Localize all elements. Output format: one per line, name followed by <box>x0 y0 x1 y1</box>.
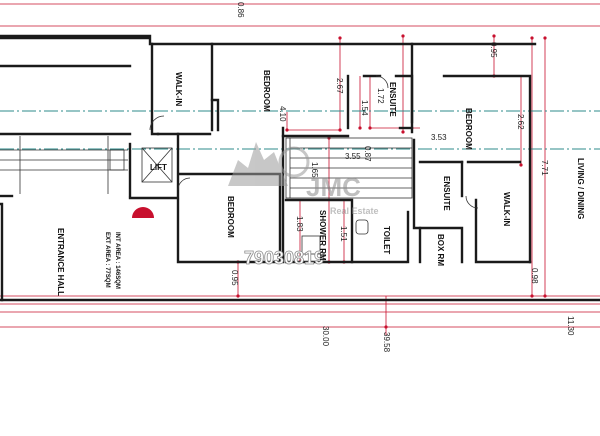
room-label-ensuite-2: ENSUITE <box>442 176 451 211</box>
room-label-walk-in-2: WALK-IN <box>502 192 511 226</box>
dim-11-30: 11.30 <box>566 316 575 336</box>
room-label-entrance-hall: ENTRANCE HALL <box>56 228 65 296</box>
dim-0-98: 0.98 <box>530 268 539 284</box>
dim-0-87: 0.87 <box>363 146 372 162</box>
dim-7-71: 7.71 <box>540 160 549 176</box>
room-label-shower-rm: SHOWER RM <box>318 210 327 261</box>
dim-2-62: 2.62 <box>516 114 525 130</box>
dim-39-58: 39.58 <box>382 332 391 353</box>
room-label-living-dining: LIVING / DINING <box>576 158 585 219</box>
dim-0-95-top: 0.95 <box>489 42 498 58</box>
room-label-lift: LIFT <box>150 163 167 172</box>
room-label-bedroom-2: BEDROOM <box>464 108 473 150</box>
dimension-labels: 0.86 0.95 2.67 1.72 1.54 4.10 2.62 3.53 … <box>230 2 575 353</box>
dim-1-54: 1.54 <box>360 100 369 116</box>
phone-number: 79030819 <box>244 248 324 268</box>
dim-1-72: 1.72 <box>376 88 385 104</box>
dim-1-51: 1.51 <box>339 226 348 242</box>
room-label-box-rm: BOX RM <box>436 234 445 266</box>
dimension-lines <box>0 3 600 335</box>
dim-0-95-bottom: 0.95 <box>230 270 239 286</box>
watermark-brand: JMC <box>306 172 361 202</box>
room-label-bedroom-3: BEDROOM <box>226 196 235 238</box>
dim-3-55: 3.55 <box>345 152 361 161</box>
watermark-tagline: Real Estate <box>330 206 379 216</box>
watermark: JMC Real Estate <box>228 142 379 216</box>
dim-0-86: 0.86 <box>236 2 245 18</box>
room-label-toilet: TOILET <box>382 226 391 254</box>
walls <box>0 34 600 302</box>
int-area-label: INT AREA : 146SQM <box>114 232 120 289</box>
dim-2-67: 2.67 <box>335 78 344 94</box>
dim-1-83: 1.83 <box>295 216 304 232</box>
interior-lines <box>0 75 479 255</box>
room-label-walk-in-1: WALK-IN <box>174 72 183 106</box>
dim-3-53: 3.53 <box>431 133 447 142</box>
dim-1-65: 1.65 <box>310 162 319 178</box>
entrance-marker <box>132 207 154 218</box>
room-labels: WALK-IN BEDROOM ENSUITE BEDROOM LIFT BED… <box>56 70 585 296</box>
dim-30-00: 30.00 <box>321 326 330 347</box>
dim-4-10: 4.10 <box>278 106 287 122</box>
ext-area-label: EXT AREA : 77SQM <box>104 232 110 288</box>
room-label-bedroom-1: BEDROOM <box>262 70 271 112</box>
room-label-ensuite-1: ENSUITE <box>388 82 397 117</box>
